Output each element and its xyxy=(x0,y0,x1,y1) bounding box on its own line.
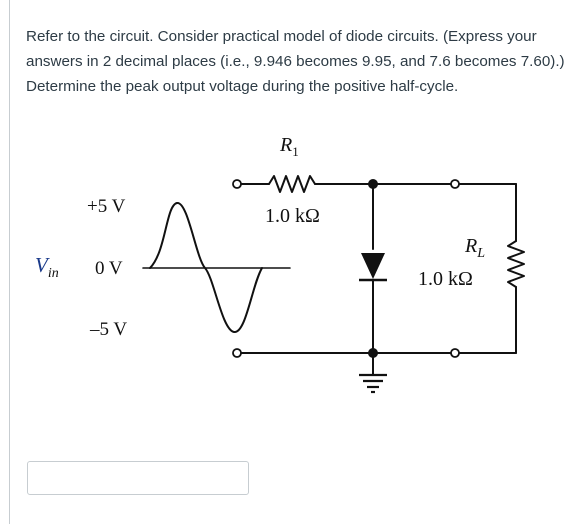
resistor-r1 xyxy=(268,175,316,193)
vin-label: V xyxy=(35,253,50,277)
zero-v-label: 0 V xyxy=(95,258,123,279)
resistor-rl xyxy=(507,240,525,288)
plus-5v-label: +5 V xyxy=(87,196,126,217)
sine-wave xyxy=(149,202,263,333)
junction-top xyxy=(368,179,378,189)
terminal-out-bottom xyxy=(450,348,460,358)
r1-value: 1.0 kΩ xyxy=(265,205,320,227)
terminal-in-top xyxy=(232,179,242,189)
rl-subscript: L xyxy=(476,246,485,261)
junction-bottom xyxy=(368,348,378,358)
svg-text:Vin: Vin xyxy=(35,253,59,281)
question-text: Refer to the circuit. Consider practical… xyxy=(26,28,565,95)
ground-symbol xyxy=(359,373,387,394)
r1-subscript: 1 xyxy=(292,144,299,159)
r1-label: R xyxy=(279,134,292,156)
minus-5v-label: –5 V xyxy=(89,319,127,340)
vin-subscript: in xyxy=(48,266,59,281)
rl-value: 1.0 kΩ xyxy=(418,268,473,290)
svg-text:RL: RL xyxy=(464,235,485,261)
question-panel xyxy=(9,0,574,524)
rl-label: R xyxy=(464,235,477,257)
svg-text:R1: R1 xyxy=(279,134,299,159)
diode xyxy=(359,253,387,282)
terminal-out-top xyxy=(450,179,460,189)
answer-input[interactable] xyxy=(27,461,249,495)
terminal-in-bottom xyxy=(232,348,242,358)
